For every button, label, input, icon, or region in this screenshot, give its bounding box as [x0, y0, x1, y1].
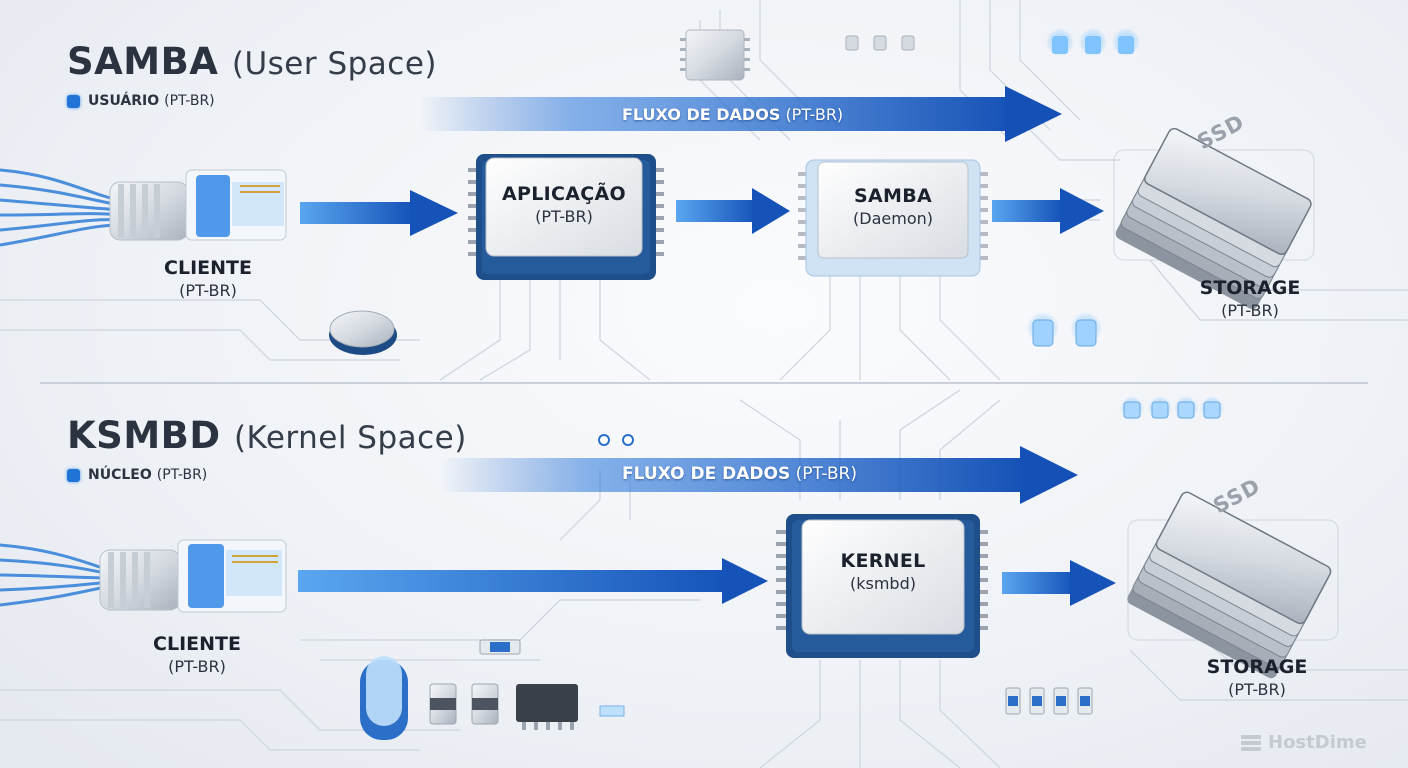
flow-label-bold: FLUXO DE DADOS	[622, 105, 781, 124]
title-subtitle: (Kernel Space)	[233, 420, 467, 456]
brand-name: HostDime	[1268, 732, 1367, 753]
chip-application	[468, 154, 664, 280]
section-title-ksmbd: KSMBD (Kernel Space)	[67, 414, 467, 457]
title-subtitle: (User Space)	[231, 46, 438, 82]
chip-application-label: APLICAÇÃO (PT-BR)	[486, 183, 642, 227]
legend-label: NÚCLEO	[88, 467, 152, 483]
chip-samba	[798, 159, 988, 277]
flow-label-bold: FLUXO DE DADOS	[622, 464, 791, 484]
legend-square-icon	[67, 94, 80, 108]
storage-name: STORAGE	[1199, 277, 1301, 299]
client-desc: (PT-BR)	[179, 280, 237, 300]
brand-watermark: HostDime	[1240, 732, 1367, 753]
title-main: KSMBD	[67, 414, 221, 457]
chip-samba-label: SAMBA (Daemon)	[818, 185, 968, 229]
chip-desc: (PT-BR)	[535, 206, 593, 226]
storage-label-top: STORAGE (PT-BR)	[1175, 276, 1325, 321]
client-name: CLIENTE	[164, 257, 252, 279]
storage-desc: (PT-BR)	[1228, 679, 1286, 699]
chip-name: APLICAÇÃO	[502, 183, 626, 205]
storage-name: STORAGE	[1206, 656, 1308, 678]
chip-desc: (ksmbd)	[850, 573, 916, 593]
chip-kernel-label: KERNEL (ksmbd)	[802, 550, 964, 594]
flow-label-light: (PT-BR)	[785, 105, 844, 124]
flow-label-bottom: FLUXO DE DADOS (PT-BR)	[622, 464, 857, 484]
ssd-stack-top	[1113, 127, 1315, 310]
client-name: CLIENTE	[153, 633, 241, 655]
brand-logo-icon	[1241, 734, 1261, 751]
legend-user: USUÁRIO (PT-BR)	[67, 93, 215, 109]
storage-label-bottom: STORAGE (PT-BR)	[1182, 655, 1332, 700]
chip-desc: (Daemon)	[853, 208, 933, 228]
title-main: SAMBA	[67, 40, 219, 83]
client-label-bottom: CLIENTE (PT-BR)	[127, 632, 267, 677]
chip-kernel	[776, 514, 988, 658]
chip-name: KERNEL	[840, 550, 926, 572]
chip-name: SAMBA	[854, 185, 932, 207]
legend-kernel: NÚCLEO (PT-BR)	[67, 467, 207, 483]
legend-label: USUÁRIO	[88, 93, 160, 109]
client-desc: (PT-BR)	[168, 656, 226, 676]
flow-label-light: (PT-BR)	[795, 464, 857, 484]
storage-desc: (PT-BR)	[1221, 300, 1279, 320]
legend-note: (PT-BR)	[164, 93, 215, 109]
legend-note: (PT-BR)	[156, 467, 208, 483]
rj45-connector-bottom	[99, 539, 287, 613]
rj45-connector-top	[109, 169, 287, 241]
legend-square-icon	[67, 468, 80, 482]
section-title-samba: SAMBA (User Space)	[67, 40, 437, 83]
flow-label-top: FLUXO DE DADOS (PT-BR)	[622, 105, 843, 124]
ssd-stack-bottom	[1127, 491, 1339, 679]
client-label-top: CLIENTE (PT-BR)	[138, 256, 278, 301]
